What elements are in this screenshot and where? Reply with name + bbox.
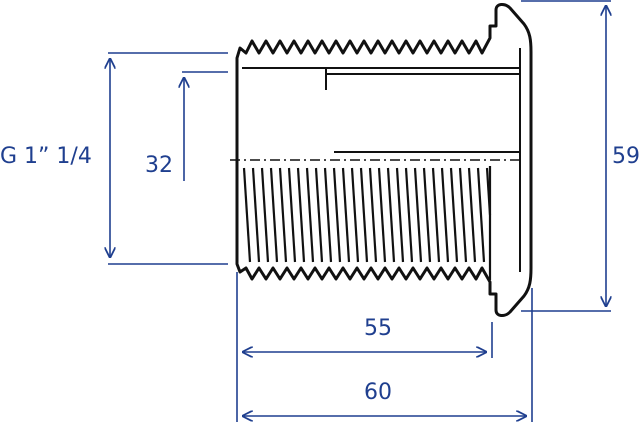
thread-length-label: 55: [364, 316, 392, 341]
top-thread-profile: [235, 3, 533, 317]
overall-length-label: 60: [364, 380, 392, 405]
bore-label: 32: [145, 153, 173, 178]
fitting-part: [235, 3, 533, 317]
internal-thread-hatch: [242, 166, 492, 280]
thread-size-label: G 1” 1/4: [0, 144, 92, 169]
flange-diameter-label: 59: [612, 144, 640, 169]
dimension-lines: [108, 0, 611, 422]
bore-lines: [230, 48, 521, 272]
